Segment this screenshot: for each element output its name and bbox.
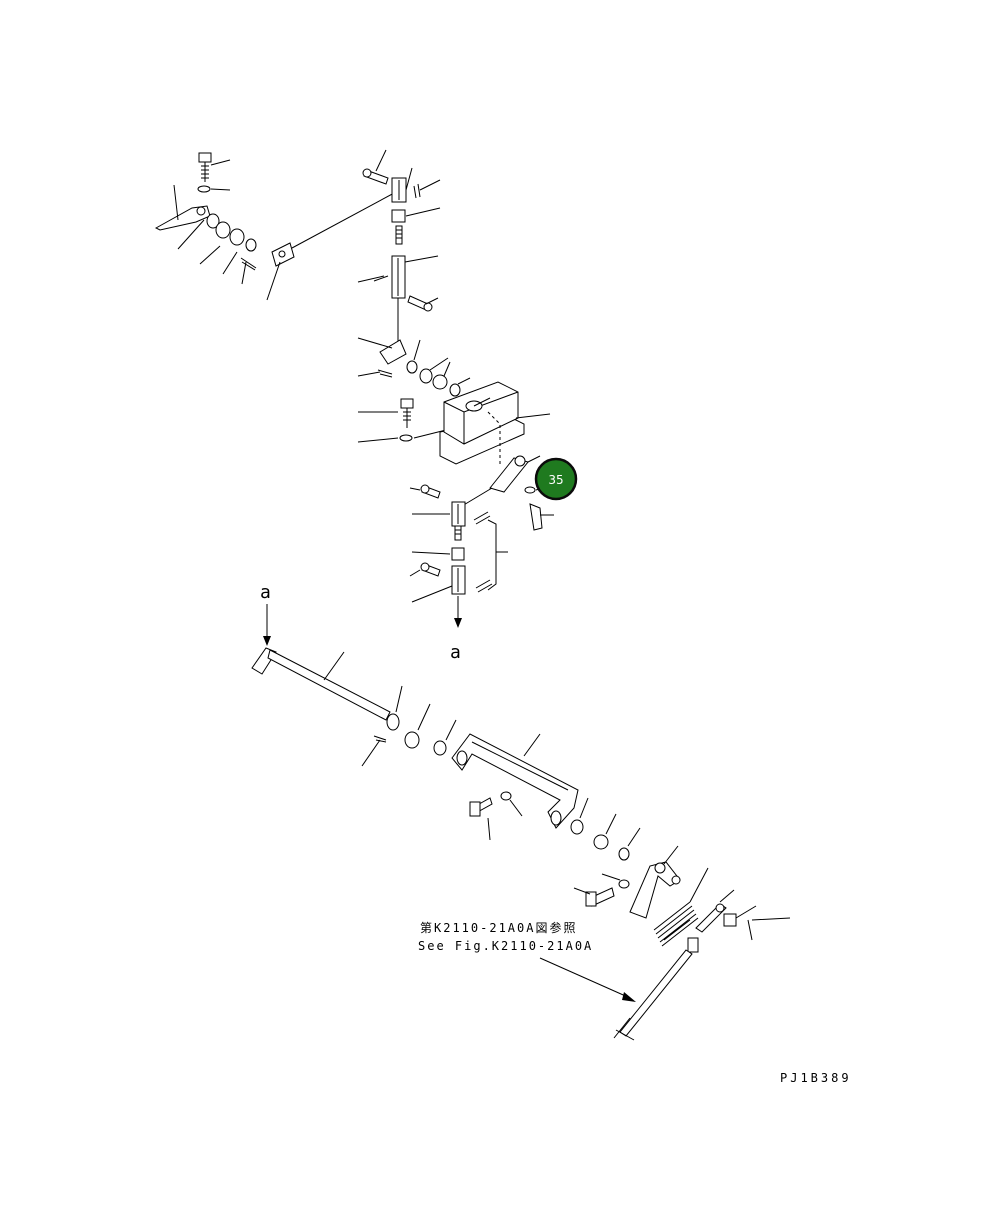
cross-shaft: a: [251, 582, 457, 767]
callout-35-number: 35: [548, 473, 563, 487]
upper-left-linkage: [154, 152, 397, 301]
reference-arrow: [539, 957, 631, 999]
view-marker-lower: a: [260, 582, 271, 603]
upper-vertical-linkage: [357, 149, 471, 397]
bracket: [451, 733, 641, 861]
output-lever: [461, 455, 554, 531]
callout-35[interactable]: 35: [534, 457, 578, 501]
reference-note-en: See Fig.K2110-21A0A: [418, 939, 593, 953]
reference-note-jp: 第K2110-21A0A図参照: [420, 920, 577, 935]
throttle-lever-assembly: [573, 845, 791, 1041]
box-mount-hardware: [357, 398, 447, 443]
drawing-code: PJ1B389: [780, 1071, 852, 1085]
reference-arrowhead: [622, 992, 636, 1002]
callout-35-circle[interactable]: [534, 457, 578, 501]
view-marker-upper: a: [450, 642, 461, 663]
actuator-box: [439, 381, 551, 465]
lower-vertical-linkage: [409, 484, 508, 628]
